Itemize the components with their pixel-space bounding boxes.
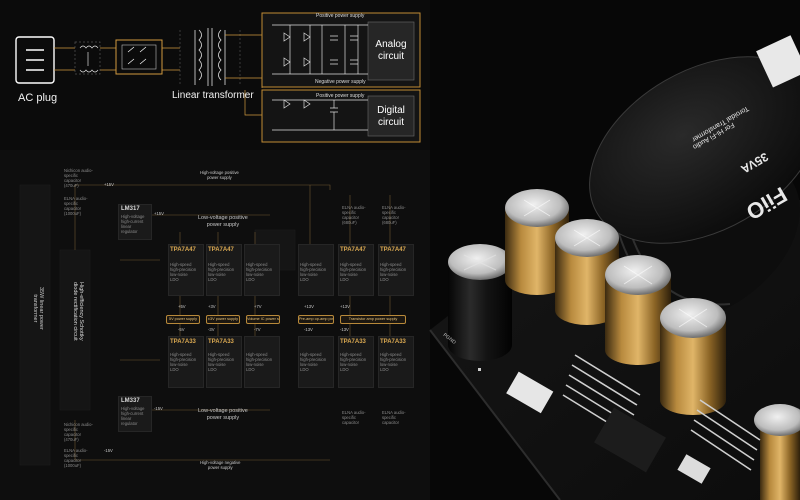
reg-desc-top: High-speed high-precision low-noise LDO (300, 262, 327, 282)
volt-pos-label: +5V (178, 304, 186, 309)
digital-circuit-label: Digital circuit (377, 105, 405, 128)
lm317-desc: High-voltage high-current linear regulat… (121, 214, 145, 234)
regulator-box-top (378, 244, 414, 296)
tpa-bottom-label: TPA7A33 (380, 339, 406, 345)
volt-pos-label: +7V (254, 304, 262, 309)
lm317-label: LM317 (121, 206, 140, 212)
elna-bottom: ELNA audio- specific capacitor (1000uF) (64, 448, 88, 468)
volt-neg-label: -3V (208, 327, 215, 332)
regulator-box-top (338, 244, 374, 296)
reg-desc-top: High-speed high-precision low-noise LDO (380, 262, 407, 282)
elna-r1: ELNA audio- specific capacitor (680uF) (342, 205, 366, 225)
regulator-box-top (206, 244, 242, 296)
tpa-bottom-label: TPA7A33 (208, 339, 234, 345)
heatsink (562, 354, 761, 471)
reg-desc-bottom: High-speed high-precision low-noise LDO (246, 352, 273, 372)
negative-supply-label: Negative power supply (315, 79, 366, 85)
power-rail-pill: 5V power supply (166, 315, 200, 324)
reg-desc-bottom: High-speed high-precision low-noise LDO (380, 352, 407, 372)
lm337-desc: High-voltage high-current linear regulat… (121, 406, 145, 426)
hv-positive-label: High-voltage positive power supply (200, 170, 239, 180)
regulator-box-top (244, 244, 280, 296)
volt-pos-label: +13V (304, 304, 314, 309)
lm337-box (118, 396, 152, 432)
reg-desc-top: High-speed high-precision low-noise LDO (246, 262, 273, 282)
power-rail-pill: Transistor amp power supply (340, 315, 406, 324)
lm317-box (118, 204, 152, 240)
regulator-box-bottom (298, 336, 334, 388)
reg-desc-bottom: High-speed high-precision low-noise LDO (300, 352, 327, 372)
hv-negative-label: High-voltage negative power supply (200, 460, 241, 470)
ac-plug-label: AC plug (18, 92, 58, 104)
volt-neg-label: -13V (340, 327, 349, 332)
volt-neg-label: -7V (254, 327, 261, 332)
regulator-box-bottom (378, 336, 414, 388)
tpa-top-label: TPA7A47 (208, 247, 234, 253)
regulator-box-bottom (168, 336, 204, 388)
regulator-box-bottom (338, 336, 374, 388)
reg-desc-bottom: High-speed high-precision low-noise LDO (340, 352, 367, 372)
volt-neg-label: -13V (304, 327, 313, 332)
nichicon-bottom: Nichicon audio- specific capacitor (470u… (64, 422, 93, 442)
power-rail-pill: Volume IC power supply (246, 315, 280, 324)
positive-supply-2-label: Positive power supply (316, 93, 365, 99)
tpa-top-label: TPA7A47 (380, 247, 406, 253)
transformer-vertical-label: 35W linear power transformer (32, 287, 44, 330)
reg-desc-top: High-speed high-precision low-noise LDO (170, 262, 197, 282)
plus15-label: +15V (104, 182, 114, 187)
regulator-box-bottom (206, 336, 242, 388)
reg-desc-bottom: High-speed high-precision low-noise LDO (208, 352, 235, 372)
volt-pos-label: +3V (208, 304, 216, 309)
regulator-box-top (298, 244, 334, 296)
elna-top: ELNA audio- specific capacitor (1000uF) (64, 196, 88, 216)
tpa-bottom-label: TPA7A33 (170, 339, 196, 345)
power-rail-pill: Pre-amp op-amp power supply (298, 315, 334, 324)
analog-circuit-label: Analog circuit (375, 39, 407, 62)
reg-desc-top: High-speed high-precision low-noise LDO (340, 262, 367, 282)
power-rail-pill: ±3V power supply (206, 315, 240, 324)
schottky-vertical-label: High-efficiency Schottky diode rectifica… (72, 282, 84, 341)
linear-transformer-label: Linear transformer (172, 90, 254, 101)
elna-r2: ELNA audio- specific capacitor (680uF) (382, 205, 406, 225)
volt-pos-label: +13V (340, 304, 350, 309)
lv-positive-label: Low-voltage positive power supply (198, 215, 248, 228)
ac-plug-icon (15, 36, 55, 84)
reg-desc-bottom: High-speed high-precision low-noise LDO (170, 352, 197, 372)
reg-desc-top: High-speed high-precision low-noise LDO (208, 262, 235, 282)
minus15b-label: -15V (154, 406, 163, 411)
transformer-lid (589, 56, 800, 244)
transformer-icon (194, 28, 226, 86)
positive-supply-label: Positive power supply (316, 13, 365, 19)
regulator-box-top (168, 244, 204, 296)
nichicon-top: Nichicon audio- specific capacitor (470u… (64, 168, 93, 188)
tpa-top-label: TPA7A47 (340, 247, 366, 253)
tpa-bottom-label: TPA7A33 (340, 339, 366, 345)
regulator-box-bottom (244, 336, 280, 388)
plus15b-label: +15V (154, 211, 164, 216)
volt-neg-label: -5V (178, 327, 185, 332)
elna-r3: ELNA audio- specific capacitor (342, 410, 366, 425)
elna-r4: ELNA audio- specific capacitor (382, 410, 406, 425)
minus15-label: -15V (104, 448, 113, 453)
tpa-top-label: TPA7A47 (170, 247, 196, 253)
lm337-label: LM337 (121, 398, 140, 404)
lv-positive-bottom-label: Low-voltage positive power supply (198, 408, 248, 421)
gold-capacitors (505, 189, 800, 500)
